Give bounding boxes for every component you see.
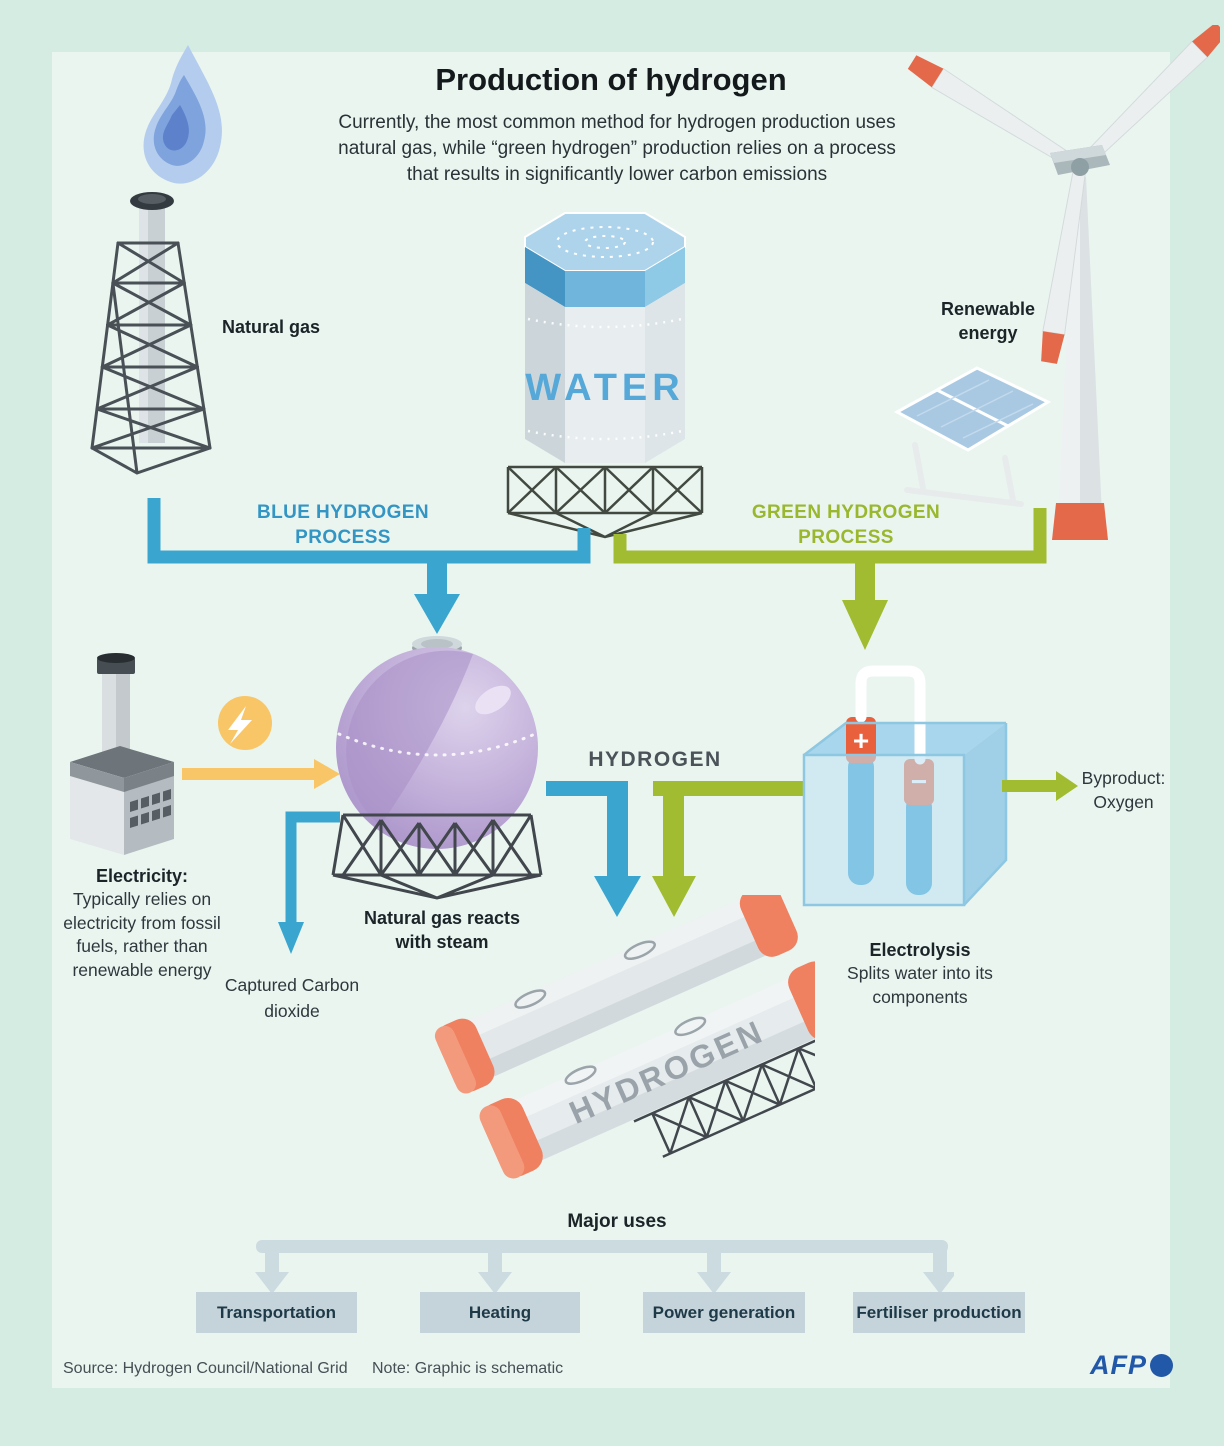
turbine-blades <box>907 25 1220 364</box>
electrolysis-caption: Electrolysis Splits water into its compo… <box>830 938 1010 1009</box>
green-process-label: GREEN HYDROGEN PROCESS <box>751 502 941 548</box>
green-down-arrow <box>842 600 888 650</box>
electrolysis-icon: + − <box>802 665 1008 907</box>
note-text: Note: Graphic is schematic <box>372 1360 564 1377</box>
afp-logo-text: AFP <box>1090 1350 1147 1380</box>
sphere-lattice <box>331 813 543 900</box>
hydrogen-blue-arrow <box>546 781 641 917</box>
electricity-arrow <box>182 696 340 789</box>
use-box-power-generation: Power generation <box>643 1292 805 1333</box>
afp-logo: AFP <box>1090 1350 1173 1381</box>
derrick-lattice <box>90 241 212 475</box>
electricity-caption: Electricity: Typically relies on electri… <box>52 864 232 982</box>
natural-gas-label: Natural gas <box>222 317 321 337</box>
major-uses-bracket <box>255 1240 954 1294</box>
subtitle: Currently, the most common method for hy… <box>192 110 1042 188</box>
afp-logo-dot <box>1150 1354 1173 1377</box>
reactor-label: Natural gas reacts with steam <box>363 908 521 952</box>
tank-lattice <box>506 465 704 539</box>
electrode-tube <box>855 665 926 765</box>
subtitle-line: natural gas, while “green hydrogen” prod… <box>338 138 896 159</box>
steam-reactor-icon <box>331 636 543 900</box>
source-credit: Source: Hydrogen Council/National Grid <box>63 1360 348 1377</box>
subtitle-line: Currently, the most common method for hy… <box>338 112 896 133</box>
use-box-transportation: Transportation <box>196 1292 357 1333</box>
blue-process-bracket <box>147 498 591 634</box>
water-tank-text: WATER <box>525 367 684 409</box>
electricity-title: Electricity: <box>95 866 189 886</box>
factory-icon <box>70 653 174 855</box>
tanks-lattice <box>633 1032 815 1158</box>
electricity-body: Typically relies on electricity from fos… <box>63 889 221 980</box>
electrolysis-body: Splits water into its components <box>847 963 993 1007</box>
byproduct-arrow <box>1002 771 1078 801</box>
use-box-fertiliser-production: Fertiliser production <box>853 1292 1025 1333</box>
anode-symbol: + <box>853 725 869 756</box>
subtitle-line: that results in significantly lower carb… <box>406 164 828 185</box>
blue-process-label: BLUE HYDROGEN PROCESS <box>257 502 429 548</box>
factory-windows <box>130 789 171 828</box>
hydrogen-label: HYDROGEN <box>588 748 722 771</box>
captured-co2-arrow <box>278 811 340 954</box>
gas-flare-stack-icon <box>90 45 222 475</box>
hydrogen-tanks-icon: HYDROGEN <box>434 895 815 1179</box>
wind-turbine-icon <box>907 25 1220 540</box>
water-tank-icon: WATER <box>506 212 704 539</box>
renewable-energy-label: Renewable energy <box>940 299 1036 343</box>
electrolysis-title: Electrolysis <box>869 940 971 960</box>
hydrogen-green-arrow <box>652 781 805 917</box>
green-process-bracket <box>613 508 1047 650</box>
captured-co2-label: Captured Carbon dioxide <box>224 975 360 1021</box>
page-title: Production of hydrogen <box>435 62 787 97</box>
byproduct-label: Byproduct: Oxygen <box>1081 768 1166 812</box>
major-uses-title: Major uses <box>567 1211 667 1232</box>
use-box-heating: Heating <box>420 1292 580 1333</box>
solar-panel-icon <box>893 366 1052 507</box>
blue-down-arrow <box>414 594 460 634</box>
